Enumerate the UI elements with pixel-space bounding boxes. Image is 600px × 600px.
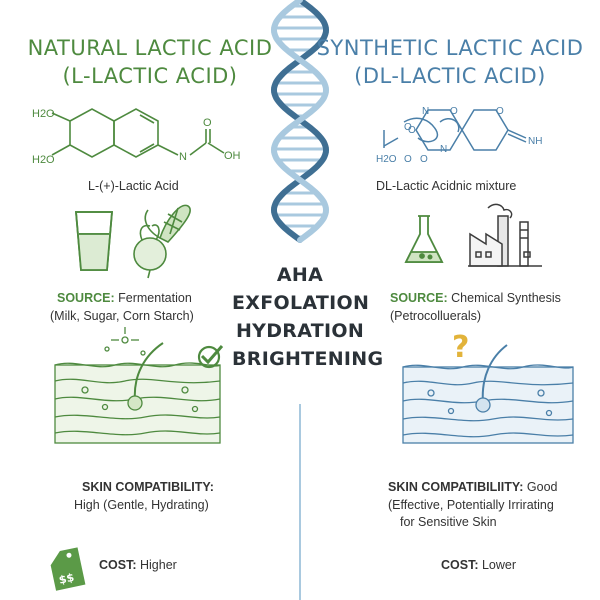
corn-beet-icon <box>133 204 192 279</box>
svg-text:NH: NH <box>528 136 542 147</box>
synthetic-skin-value: Good <box>526 480 558 494</box>
svg-text:N: N <box>422 106 429 117</box>
synthetic-source-label: SOURCE: <box>390 291 448 305</box>
checkmark-icon <box>197 345 224 369</box>
svg-text:O: O <box>496 106 504 117</box>
chem-label: O <box>203 117 212 129</box>
svg-text:O: O <box>408 125 416 136</box>
synthetic-source-detail: (Petrocolluerals) <box>390 309 482 323</box>
synthetic-column: SYNTHETIC LACTIC ACID (DL-LACTIC ACID) N… <box>300 0 600 600</box>
svg-text:O: O <box>450 106 458 117</box>
synthetic-title-line2: (DL-LACTIC ACID) <box>354 64 546 88</box>
svg-text:O: O <box>404 122 412 133</box>
synthetic-cost-value: Lower <box>481 558 517 572</box>
synthetic-skin-detail1: (Effective, Potentially Irrirating <box>388 498 554 512</box>
price-tag-text: $$ <box>58 571 76 587</box>
natural-title-line2: (L-LACTIC ACID) <box>62 64 238 88</box>
dl-lactic-name: DL-Lactic Acidnic mixture <box>376 179 517 193</box>
synthetic-skin-label: SKIN COMPATIBILIITY: <box>388 480 524 494</box>
flask-icon <box>404 215 444 263</box>
natural-cost: COST: Higher <box>99 558 177 572</box>
synthetic-cost-label: COST: <box>441 558 479 572</box>
svg-text:O: O <box>404 154 412 165</box>
price-tag-icon: $$ <box>50 547 86 591</box>
svg-text:N: N <box>440 144 447 155</box>
skin-layer-icon <box>54 327 221 444</box>
l-lactic-name: L-(+)-Lactic Acid <box>88 179 179 193</box>
center-hydration: HYDRATION <box>235 320 365 342</box>
natural-skin-value: High (Gentle, Hydrating) <box>74 498 209 512</box>
center-brightening: BRIGHTENING <box>232 348 384 370</box>
natural-source-detail: (Milk, Sugar, Corn Starch) <box>50 309 194 323</box>
natural-source-label: SOURCE: <box>57 291 115 305</box>
skin-layer-icon <box>402 344 574 444</box>
l-lactic-molecule: H2O H2O N O OH <box>32 108 241 166</box>
svg-text:O: O <box>420 154 428 165</box>
center-exfolation: EXFOLATION <box>232 292 370 314</box>
synthetic-source: SOURCE: Chemical Synthesis <box>390 291 561 305</box>
natural-cost-value: Higher <box>139 558 177 572</box>
chem-label: H2O <box>32 154 55 166</box>
glass-of-milk-icon <box>75 211 113 271</box>
natural-column: NATURAL LACTIC ACID (L-LACTIC ACID) H2O … <box>27 36 273 591</box>
svg-text:H2O: H2O <box>376 154 397 165</box>
natural-cost-label: COST: <box>99 558 137 572</box>
synthetic-title-line1: SYNTHETIC LACTIC ACID <box>316 36 584 60</box>
synthetic-source-value: Chemical Synthesis <box>451 291 561 305</box>
dl-lactic-molecule: N O O N O NH O H2O O O <box>376 106 542 165</box>
center-aha: AHA <box>276 264 324 286</box>
factory-icon <box>468 203 542 267</box>
synthetic-skin-detail2: for Sensitive Skin <box>400 515 497 529</box>
chem-label: H2O <box>32 108 55 120</box>
natural-source-value: Fermentation <box>118 291 192 305</box>
chem-label: OH <box>224 150 241 162</box>
natural-skin-label: SKIN COMPATIBILITY: <box>82 480 214 494</box>
helix-strand <box>270 0 330 243</box>
chem-label: N <box>179 151 187 163</box>
natural-title-line1: NATURAL LACTIC ACID <box>27 36 273 60</box>
synthetic-skin: SKIN COMPATIBILIITY: Good <box>388 480 558 494</box>
synthetic-cost: COST: Lower <box>441 558 516 572</box>
question-mark-icon: ? <box>452 330 470 365</box>
natural-source: SOURCE: Fermentation <box>57 291 192 305</box>
